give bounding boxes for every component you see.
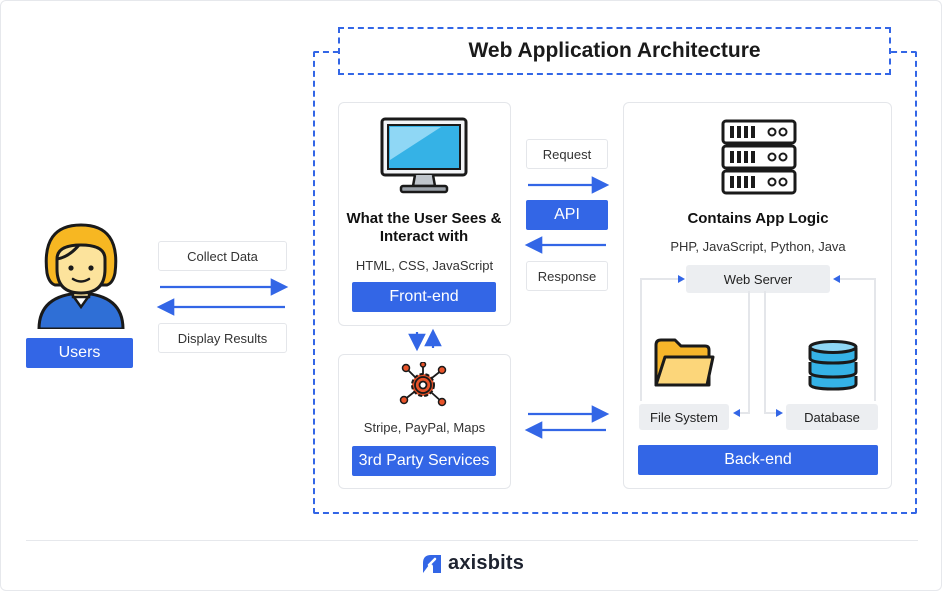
backend-label: Back-end	[638, 445, 878, 475]
backend-heading: Contains App Logic	[687, 210, 829, 227]
response-label: Response	[526, 261, 608, 291]
frontend-heading: What the User Sees & Interact with	[346, 210, 502, 245]
gear-network-icon	[398, 361, 448, 408]
frontend-label: Front-end	[352, 282, 496, 312]
server-rack-icon	[720, 118, 798, 196]
brand-name: axisbits	[448, 552, 525, 574]
third-party-label: 3rd Party Services	[352, 446, 496, 476]
collect-data-label: Collect Data	[158, 241, 287, 271]
diagram-title: Web Application Architecture	[338, 27, 891, 75]
web-server-label: Web Server	[686, 265, 830, 293]
third-party-tech: Stripe, PayPal, Maps	[363, 420, 486, 435]
api-label: API	[526, 200, 608, 230]
backend-tech: PHP, JavaScript, Python, Java	[670, 239, 846, 254]
database-icon	[807, 339, 859, 391]
user-icon	[35, 223, 127, 331]
file-system-label: File System	[639, 404, 729, 430]
monitor-icon	[379, 116, 469, 196]
footer-divider	[26, 540, 918, 541]
brand-logo: axisbits	[421, 552, 524, 575]
frontend-tech: HTML, CSS, JavaScript	[355, 258, 494, 273]
folder-icon	[653, 337, 715, 391]
database-label: Database	[786, 404, 878, 430]
users-label: Users	[26, 338, 133, 368]
axisbits-logo-icon	[423, 554, 441, 573]
request-label: Request	[526, 139, 608, 169]
display-results-label: Display Results	[158, 323, 287, 353]
